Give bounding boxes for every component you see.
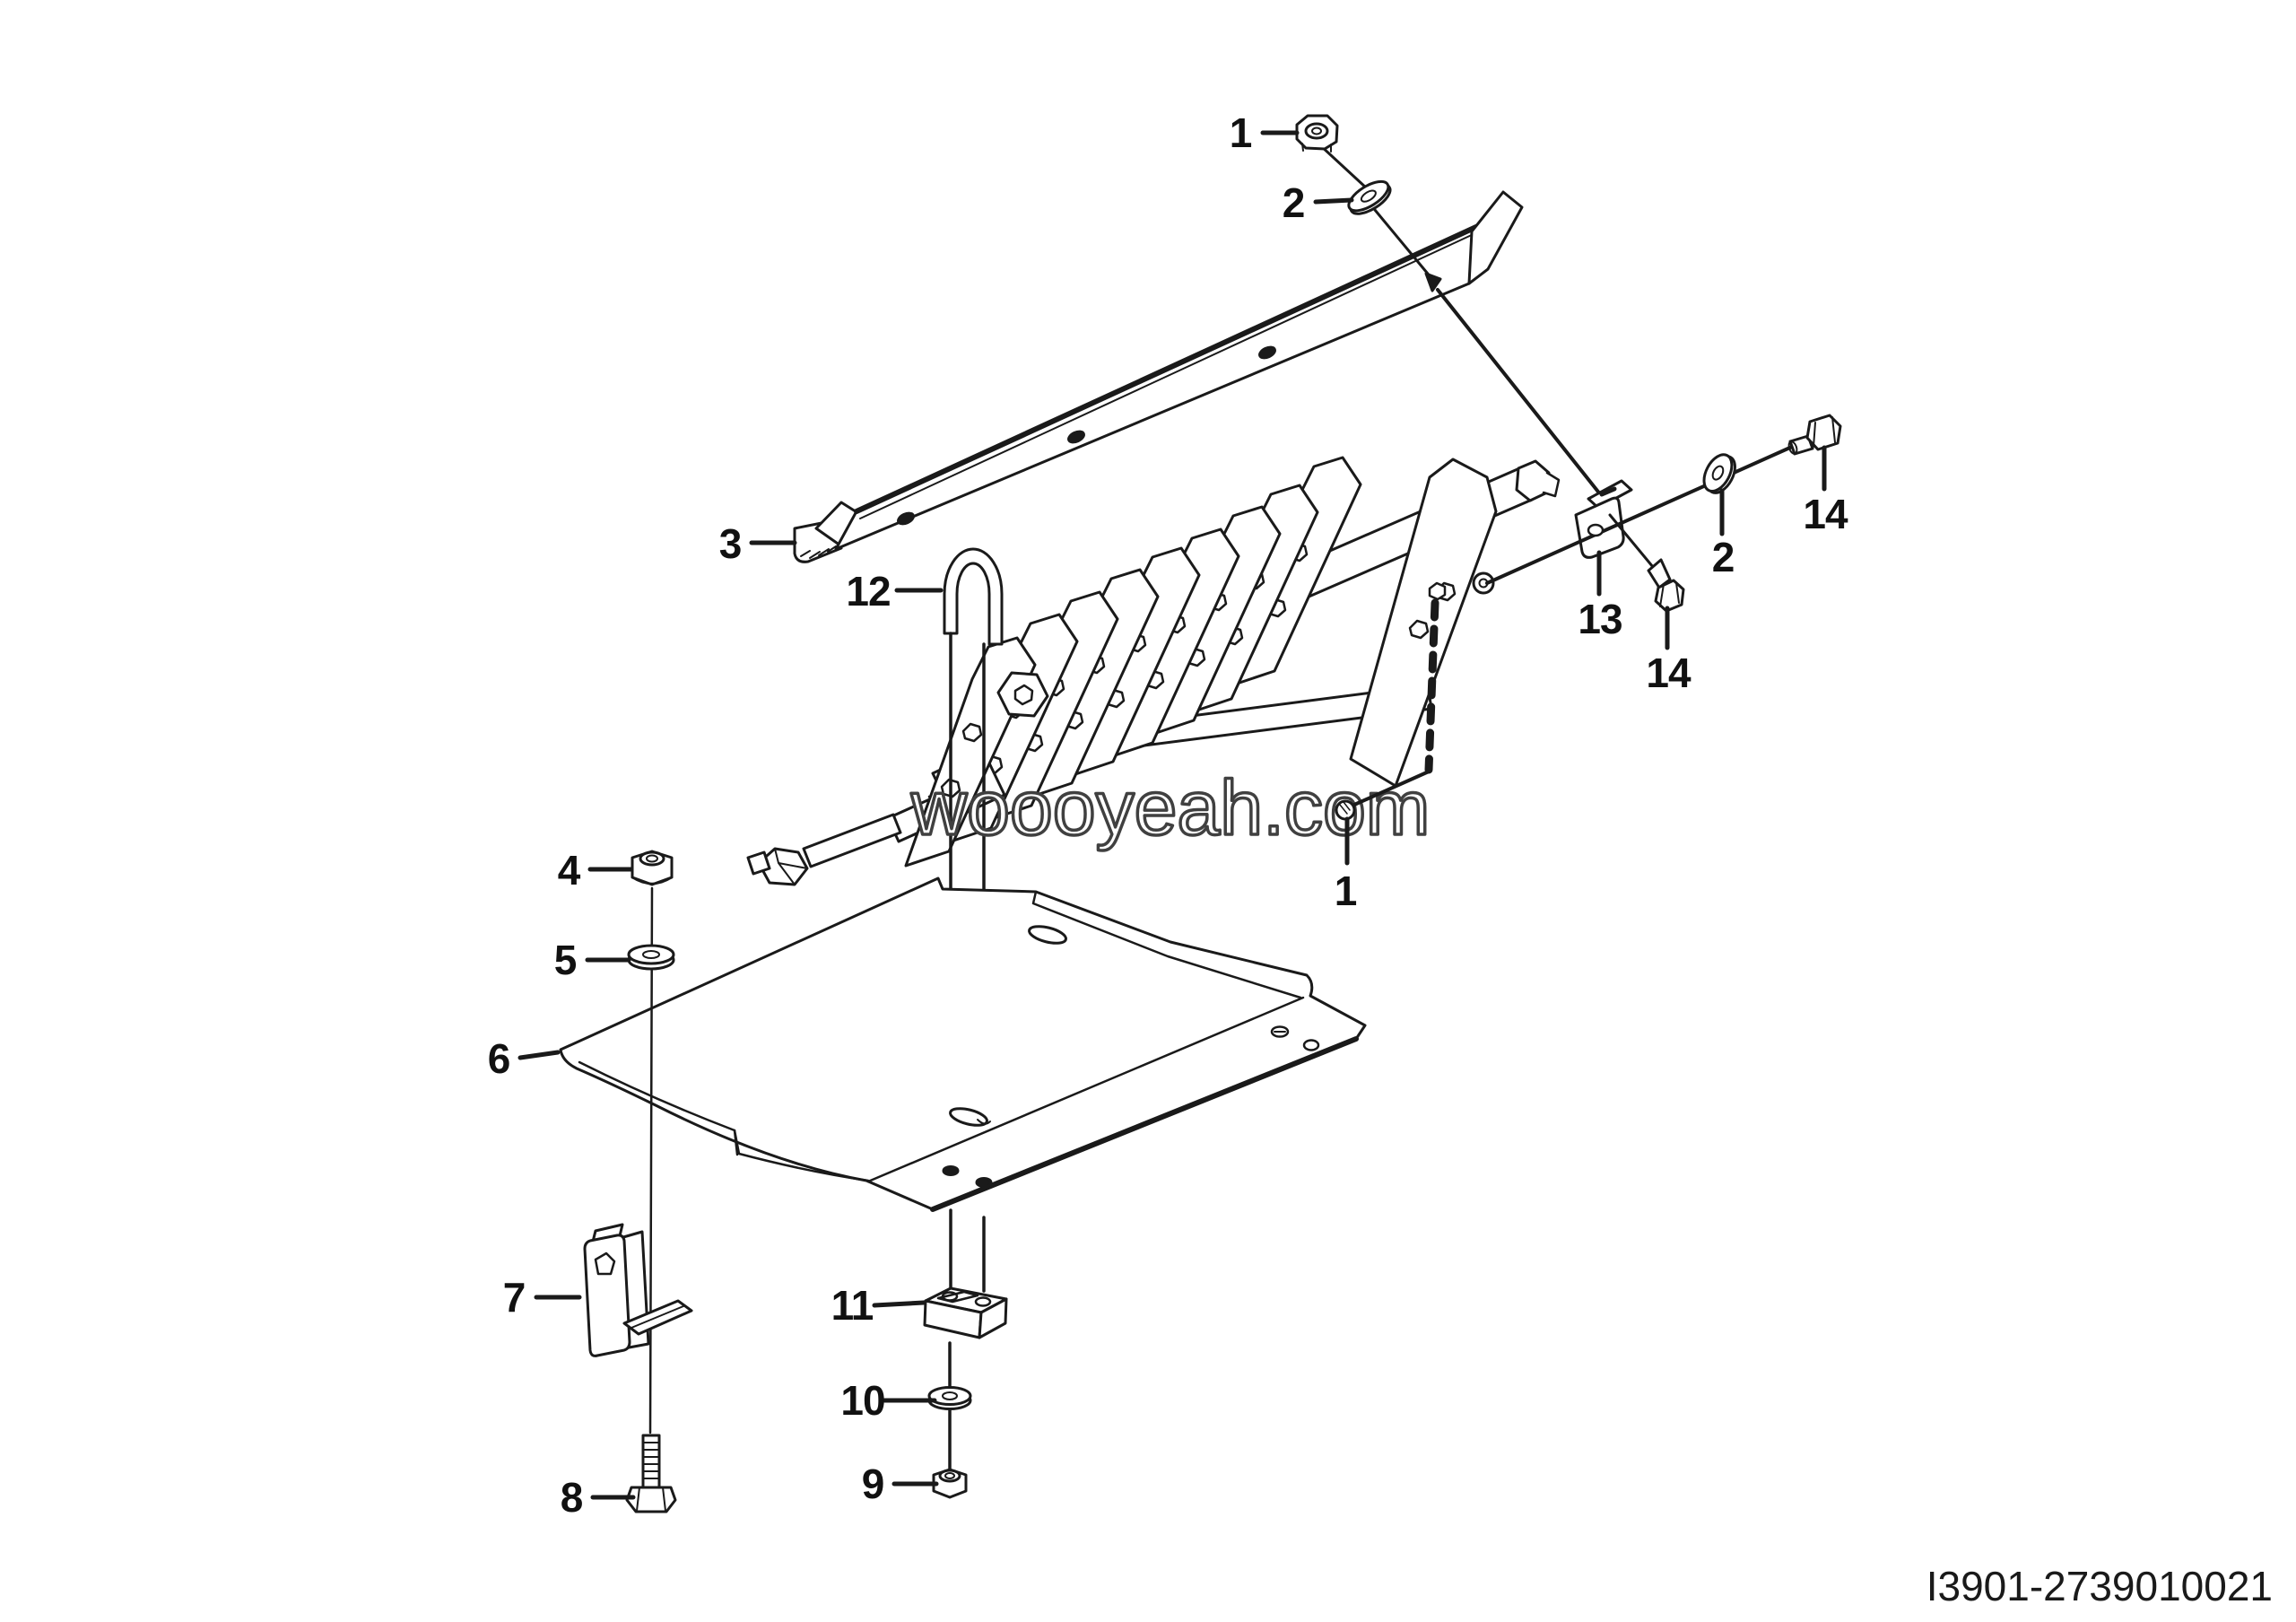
callout-2-top: 2 [1282, 179, 1306, 226]
callout-5: 5 [553, 937, 578, 983]
drawing-number: I3901-2739010021 [1926, 1563, 2273, 1609]
callout-6: 6 [487, 1035, 511, 1082]
part-base-plate [559, 876, 1367, 1212]
callout-14-upper: 14 [1803, 491, 1848, 537]
part-nut-4 [631, 850, 674, 886]
bolt-axis-item4-5-8 [648, 886, 654, 1435]
callout-8: 8 [560, 1474, 584, 1521]
callout-12: 12 [846, 568, 891, 615]
part-clamp-block-11 [923, 1286, 1008, 1339]
callout-9: 9 [861, 1461, 885, 1507]
bolt-axis-item14-item2 [1485, 445, 1794, 585]
part-bracket-7 [583, 1223, 693, 1357]
end-slat [1349, 458, 1498, 788]
bolt-axis-item1-item2 [1318, 144, 1606, 501]
callout-13: 13 [1578, 596, 1622, 642]
shaft-hex-boss [996, 671, 1049, 718]
part-bolt-14-lower [1608, 513, 1685, 613]
callout-11: 11 [831, 1282, 874, 1329]
callout-4: 4 [557, 847, 581, 894]
callout-7: 7 [502, 1274, 526, 1321]
part-nut-9 [932, 1468, 968, 1499]
part-washer-2-right [1702, 453, 1736, 494]
callout-2-right: 2 [1711, 534, 1735, 580]
part-cover-strip [793, 190, 1524, 563]
part-nut-1-top [1295, 114, 1339, 153]
part-washer-5 [627, 944, 675, 971]
part-bolt-14-upper [1787, 414, 1842, 456]
part-bolt-8 [625, 1434, 677, 1513]
watermark-text: woooyeah.com [910, 765, 1430, 851]
leader-lines [517, 130, 1827, 1500]
callout-14-lower: 14 [1646, 650, 1691, 696]
part-washer-10 [927, 1386, 972, 1410]
part-washer-2-top [1347, 179, 1392, 215]
callout-10: 10 [840, 1377, 885, 1424]
callout-1-top: 1 [1229, 109, 1253, 156]
leader-item1-hidden [1335, 581, 1447, 866]
callout-1-lower: 1 [1334, 868, 1358, 914]
callout-3: 3 [718, 520, 743, 567]
